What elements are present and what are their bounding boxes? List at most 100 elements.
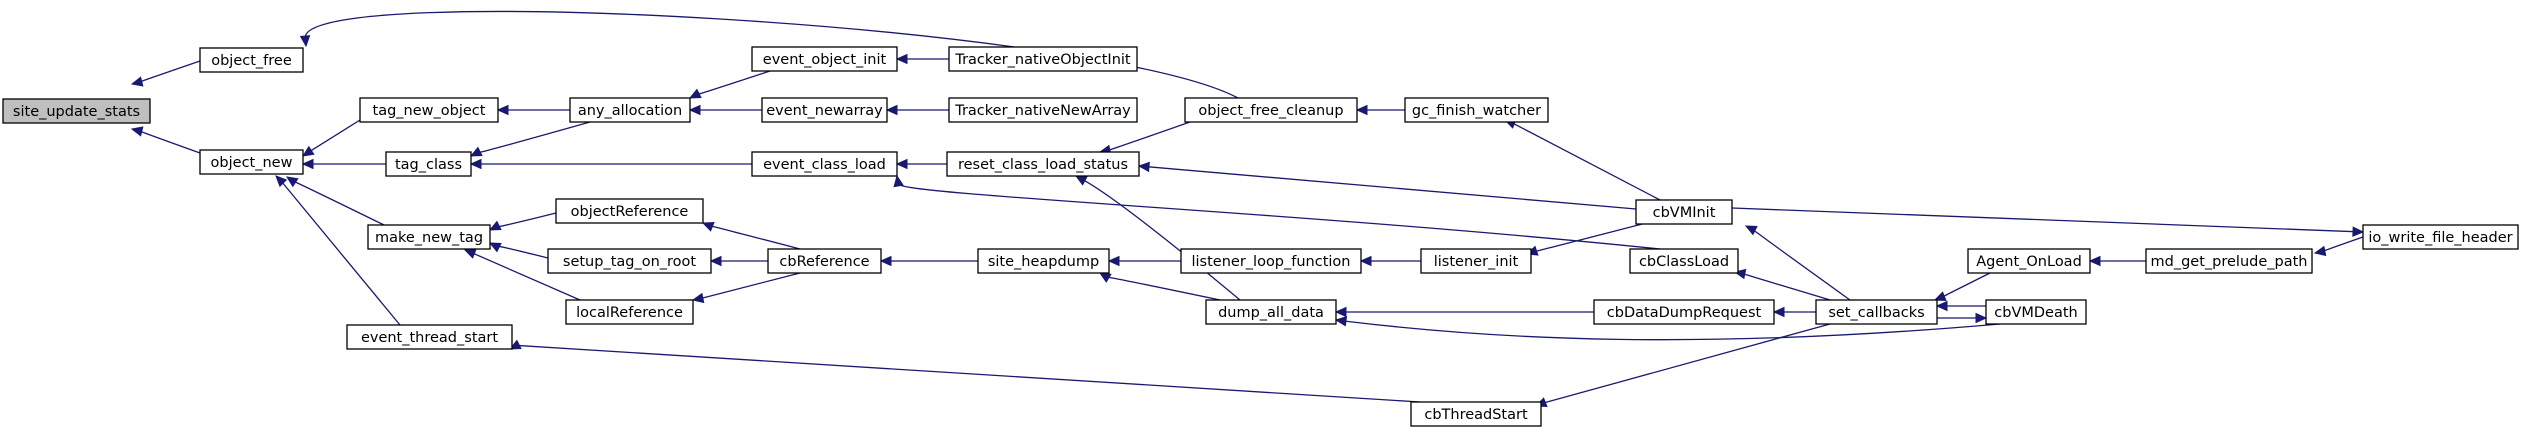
- node-event_thread_start[interactable]: event_thread_start: [346, 324, 513, 350]
- node-md_get_prelude_path[interactable]: md_get_prelude_path: [2145, 248, 2313, 274]
- node-Agent_OnLoad[interactable]: Agent_OnLoad: [1967, 248, 2091, 274]
- arrowhead-icon: [1744, 225, 1758, 236]
- arrowhead-icon: [299, 35, 311, 48]
- node-site_heapdump[interactable]: site_heapdump: [977, 248, 1110, 274]
- node-box[interactable]: [751, 151, 898, 177]
- node-box[interactable]: [1180, 248, 1362, 274]
- node-box[interactable]: [751, 46, 898, 72]
- node-listener_init[interactable]: listener_init: [1420, 248, 1532, 274]
- node-dump_all_data[interactable]: dump_all_data: [1205, 299, 1337, 325]
- node-box[interactable]: [761, 97, 888, 123]
- node-Tracker_nativeNewArray[interactable]: Tracker_nativeNewArray: [948, 97, 1138, 123]
- edge-set_callbacks-to-cbVMInit: [1744, 225, 1851, 301]
- node-reset_class_load_status[interactable]: reset_class_load_status: [946, 151, 1140, 177]
- edge-any_allocation-to-tag_new_object: [496, 104, 570, 116]
- node-box[interactable]: [1985, 299, 2087, 325]
- edge-event_newarray-to-any_allocation: [688, 104, 762, 116]
- node-box[interactable]: [199, 47, 304, 73]
- node-cbReference[interactable]: cbReference: [767, 248, 882, 274]
- edge-line: [1542, 323, 1831, 404]
- node-box[interactable]: [569, 97, 691, 123]
- node-tag_new_object[interactable]: tag_new_object: [359, 97, 499, 123]
- edge-Tracker_nativeObjectInit-to-event_object_init: [895, 53, 949, 65]
- node-box[interactable]: [565, 299, 694, 325]
- node-box[interactable]: [547, 248, 712, 274]
- node-cbThreadStart[interactable]: cbThreadStart: [1410, 401, 1542, 427]
- node-set_callbacks[interactable]: set_callbacks: [1815, 299, 1938, 325]
- arrowhead-icon: [1107, 255, 1120, 267]
- arrowhead-icon: [488, 242, 502, 253]
- edge-line: [1082, 179, 1241, 301]
- node-box[interactable]: [1205, 299, 1337, 325]
- node-cbDataDumpRequest[interactable]: cbDataDumpRequest: [1593, 299, 1775, 325]
- node-event_class_load[interactable]: event_class_load: [751, 151, 898, 177]
- node-label: any_allocation: [578, 103, 682, 119]
- node-box[interactable]: [1420, 248, 1532, 274]
- node-box[interactable]: [346, 324, 513, 350]
- arrowhead-icon: [275, 175, 288, 188]
- node-localReference[interactable]: localReference: [565, 299, 694, 325]
- edges-layer: [130, 10, 2365, 407]
- edge-tag_class-to-object_new: [301, 158, 386, 170]
- node-box[interactable]: [1815, 299, 1938, 325]
- edge-line: [304, 10, 1239, 99]
- node-io_write_file_header[interactable]: io_write_file_header: [2362, 224, 2519, 250]
- node-box[interactable]: [199, 149, 304, 175]
- node-gc_finish_watcher[interactable]: gc_finish_watcher: [1404, 97, 1549, 123]
- node-cbVMInit[interactable]: cbVMInit: [1635, 199, 1733, 225]
- node-box[interactable]: [2362, 224, 2519, 250]
- node-Tracker_nativeObjectInit[interactable]: Tracker_nativeObjectInit: [948, 46, 1138, 72]
- node-box[interactable]: [1629, 248, 1739, 274]
- arrowhead-icon: [688, 88, 702, 99]
- edge-listener_loop_function-to-site_heapdump: [1107, 255, 1181, 267]
- node-box[interactable]: [1410, 401, 1542, 427]
- node-setup_tag_on_root[interactable]: setup_tag_on_root: [547, 248, 712, 274]
- node-box[interactable]: [767, 248, 882, 274]
- node-box[interactable]: [1967, 248, 2091, 274]
- edge-any_allocation-to-tag_class: [469, 121, 591, 157]
- node-cbClassLoad[interactable]: cbClassLoad: [1629, 248, 1739, 274]
- edge-line: [700, 272, 801, 300]
- edge-set_callbacks-to-cbDataDumpRequest: [1772, 306, 1816, 318]
- arrowhead-icon: [688, 104, 701, 116]
- edge-object_free_cleanup-to-reset_class_load_status: [1098, 121, 1191, 156]
- node-object_free_cleanup[interactable]: object_free_cleanup: [1184, 97, 1358, 123]
- node-listener_loop_function[interactable]: listener_loop_function: [1180, 248, 1362, 274]
- node-box[interactable]: [1184, 97, 1358, 123]
- node-tag_class[interactable]: tag_class: [385, 151, 472, 177]
- node-object_new[interactable]: object_new: [199, 149, 304, 175]
- node-box[interactable]: [946, 151, 1140, 177]
- edge-line: [1146, 166, 1637, 210]
- node-box[interactable]: [367, 224, 491, 250]
- node-event_object_init[interactable]: event_object_init: [751, 46, 898, 72]
- arrowhead-icon: [301, 158, 314, 170]
- node-box[interactable]: [385, 151, 472, 177]
- node-label: cbVMInit: [1653, 205, 1716, 221]
- node-box[interactable]: [1404, 97, 1549, 123]
- edge-event_object_init-to-any_allocation: [688, 70, 771, 99]
- node-make_new_tag[interactable]: make_new_tag: [367, 224, 491, 250]
- node-box[interactable]: [1593, 299, 1775, 325]
- node-any_allocation[interactable]: any_allocation: [569, 97, 691, 123]
- node-box[interactable]: [555, 198, 704, 224]
- node-label: object_free: [211, 53, 292, 69]
- node-box[interactable]: [948, 97, 1138, 123]
- node-box[interactable]: [2, 98, 151, 124]
- node-object_free[interactable]: object_free: [199, 47, 304, 73]
- node-box[interactable]: [977, 248, 1110, 274]
- node-box[interactable]: [359, 97, 499, 123]
- node-box[interactable]: [2145, 248, 2313, 274]
- edge-line: [897, 183, 1661, 250]
- node-box[interactable]: [948, 46, 1138, 72]
- node-box[interactable]: [1635, 199, 1733, 225]
- edge-listener_init-to-listener_loop_function: [1359, 255, 1421, 267]
- edge-cbClassLoad-to-event_class_load: [893, 174, 1661, 250]
- node-cbVMDeath[interactable]: cbVMDeath: [1985, 299, 2087, 325]
- node-event_newarray[interactable]: event_newarray: [761, 97, 888, 123]
- node-label: Tracker_nativeNewArray: [954, 103, 1131, 119]
- node-label: reset_class_load_status: [958, 157, 1128, 173]
- arrowhead-icon: [895, 158, 908, 170]
- node-objectReference[interactable]: objectReference: [555, 198, 704, 224]
- node-site_update_stats[interactable]: site_update_stats: [2, 98, 151, 124]
- arrowhead-icon: [488, 220, 502, 231]
